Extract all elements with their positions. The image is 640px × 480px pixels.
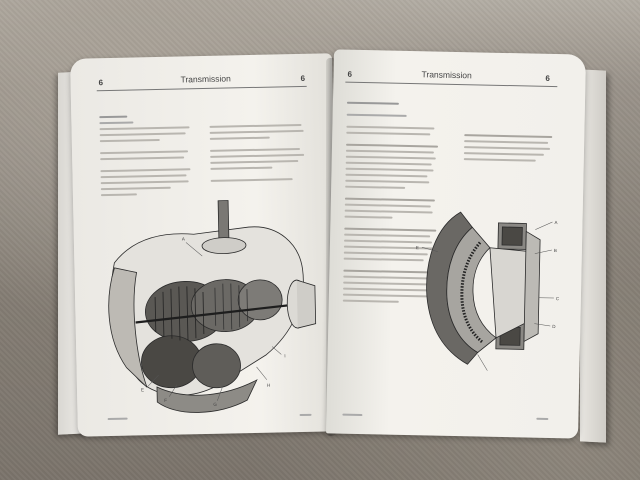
svg-text:A: A xyxy=(182,236,185,241)
svg-text:E: E xyxy=(141,387,144,392)
svg-text:I: I xyxy=(284,353,285,358)
svg-text:H: H xyxy=(267,383,270,388)
synchro-assembly-diagram: A B C D E xyxy=(416,211,560,371)
svg-text:G: G xyxy=(213,402,217,407)
right-footer-code xyxy=(342,413,363,420)
svg-text:F: F xyxy=(164,398,167,403)
right-footer-page xyxy=(536,417,549,424)
transmission-cutaway-drawing: A E F G H I xyxy=(108,200,317,413)
diagram-label-d: D xyxy=(552,324,556,329)
left-footer-code xyxy=(107,417,128,424)
diagram-label-a: A xyxy=(554,220,557,225)
diagram-label-e: E xyxy=(416,245,419,250)
left-page: 6 Transmission 6 xyxy=(70,53,340,437)
diagram-label-b: B xyxy=(554,248,557,253)
right-page: 6 Transmission 6 xyxy=(326,49,586,439)
diagram-label-c: C xyxy=(556,296,560,301)
left-footer-page xyxy=(299,413,312,420)
